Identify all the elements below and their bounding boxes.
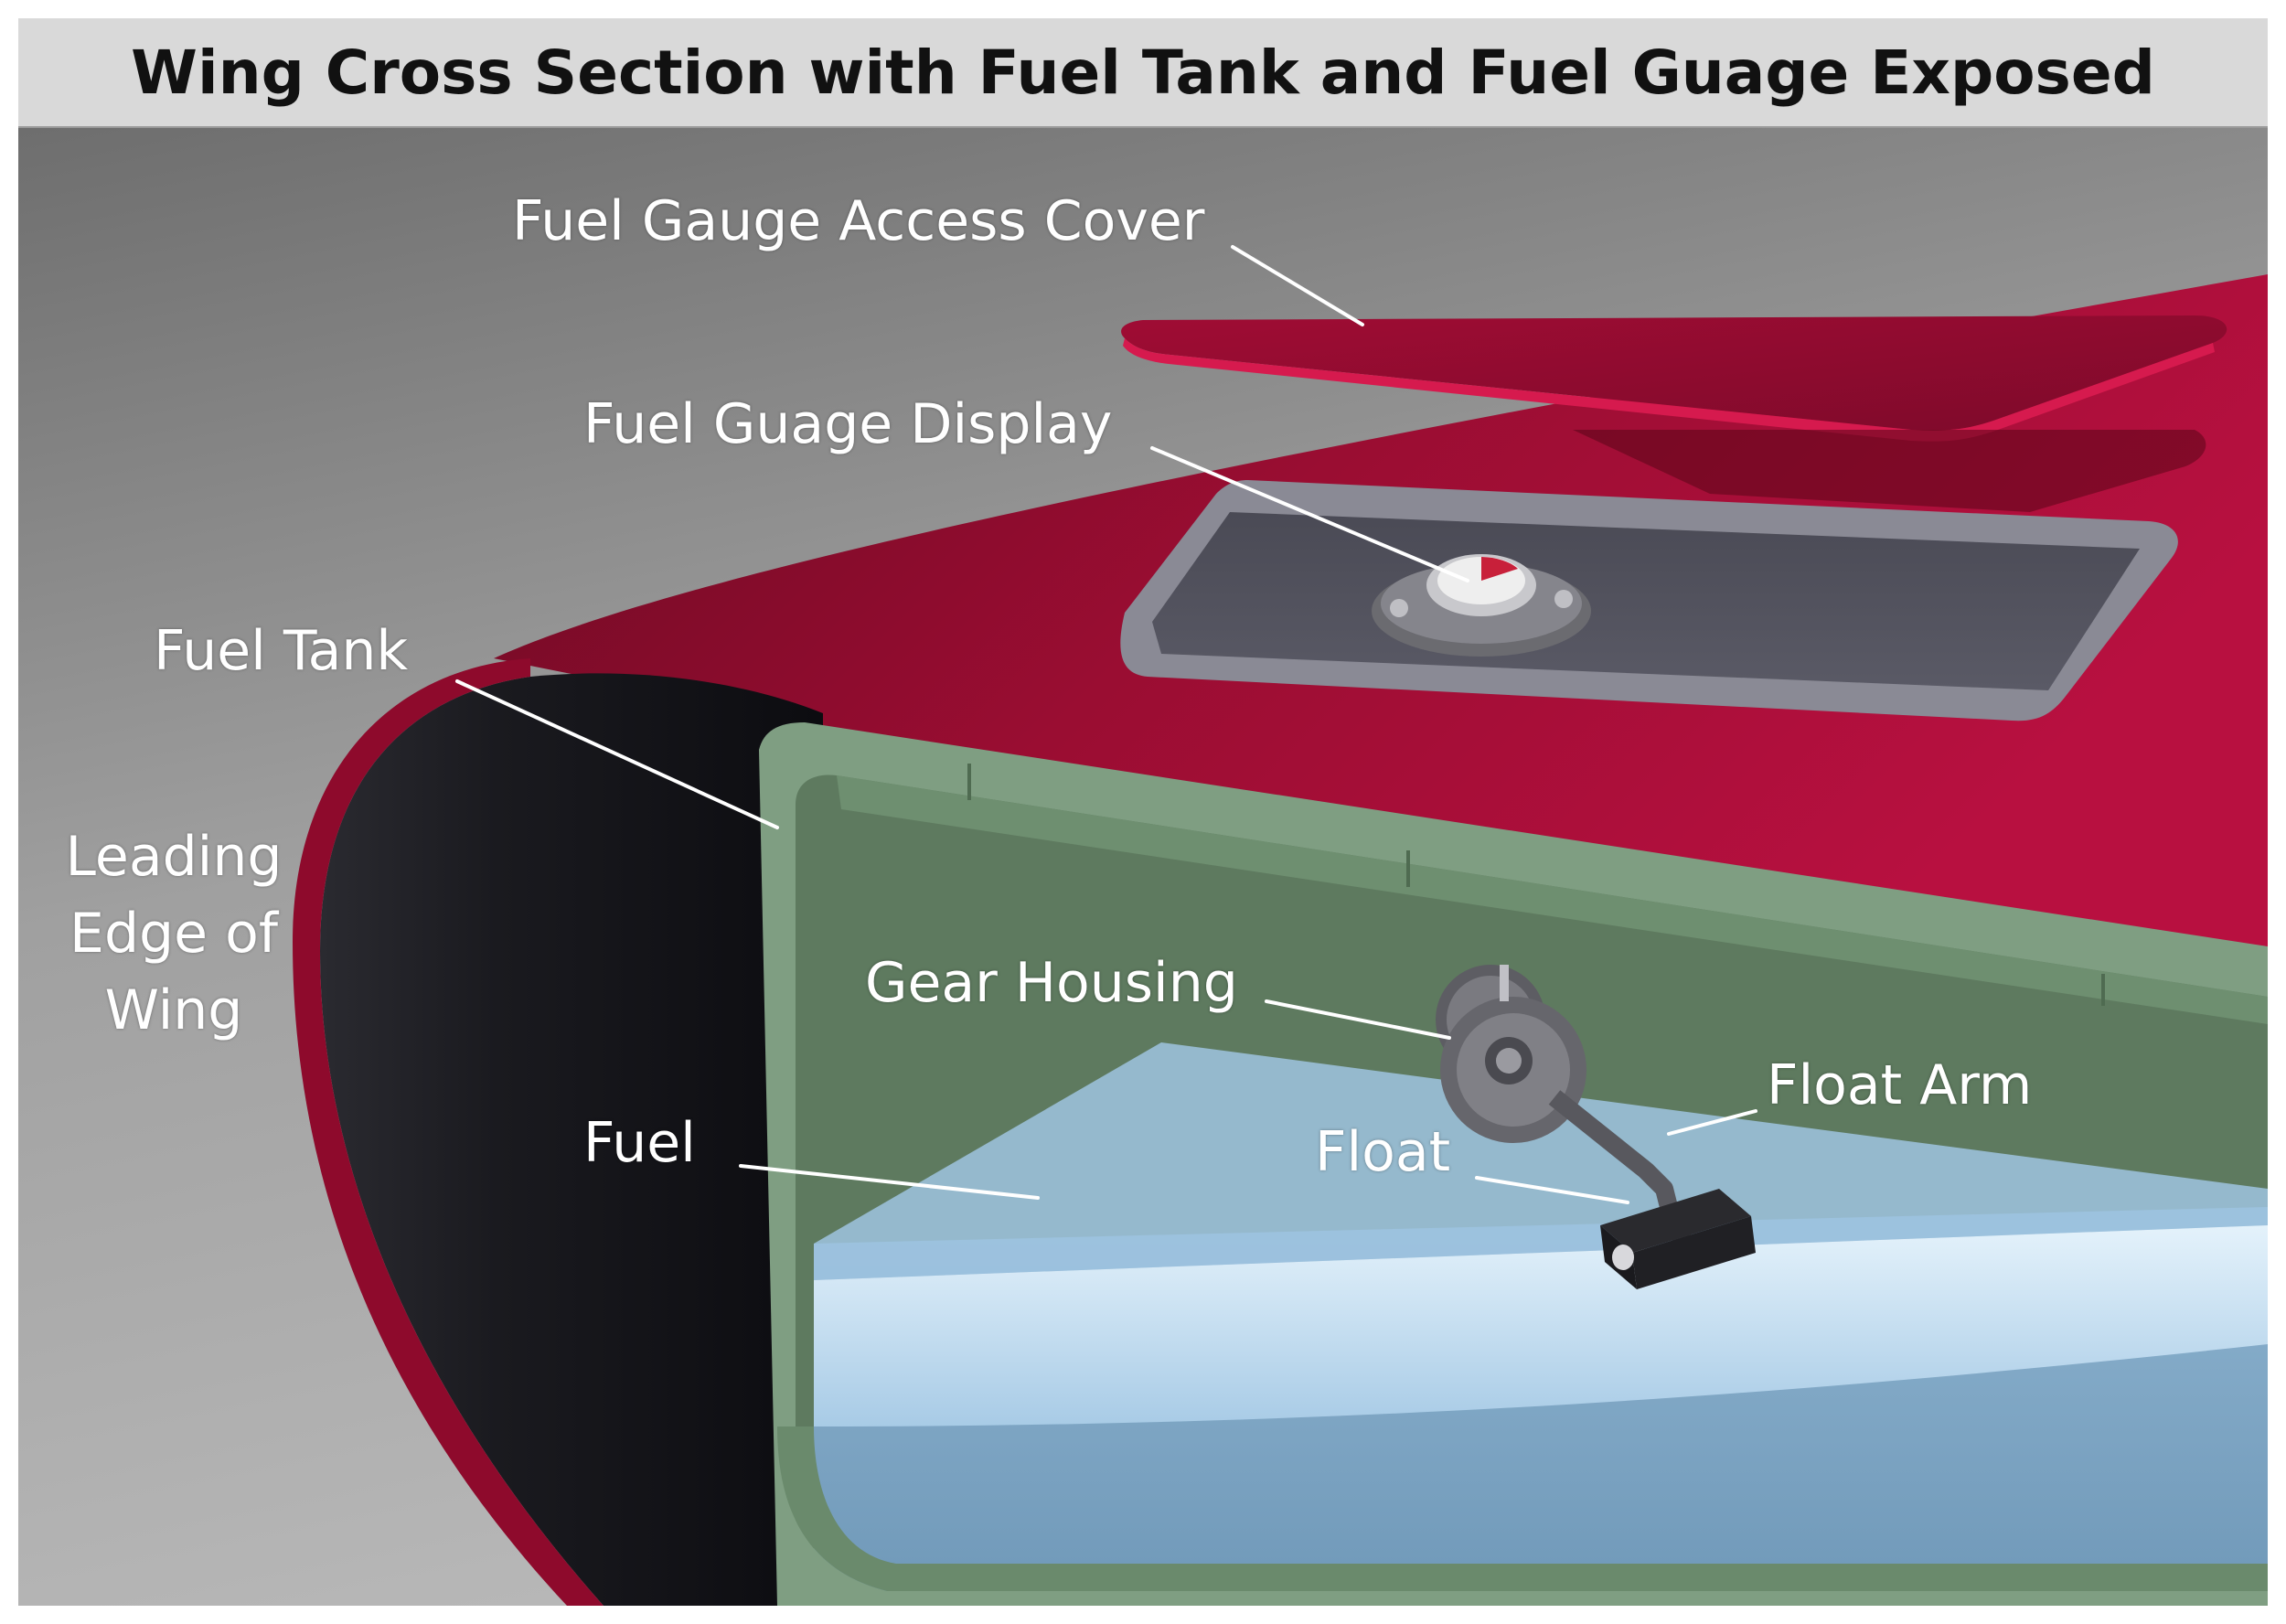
diagram-frame: Wing Cross Section with Fuel Tank and Fu… (18, 18, 2268, 1606)
label-float: Float (1315, 1120, 1451, 1184)
label-fuel-gauge-access-cover: Fuel Gauge Access Cover (512, 189, 1205, 253)
label-float-arm: Float Arm (1767, 1053, 2033, 1117)
label-leading-edge-line2: Edge of (69, 902, 278, 966)
leader-gear-housing (1265, 999, 1451, 1040)
label-fuel-tank: Fuel Tank (154, 619, 409, 683)
leader-fuel (739, 1164, 1040, 1200)
fuel-tank-ceiling (837, 775, 2268, 1024)
float (1600, 1189, 1756, 1289)
tank-seams (967, 764, 2105, 1006)
fuel-surface (814, 1042, 2268, 1280)
gauge-access-well-floor (1152, 512, 2140, 690)
leader-fuel-tank (455, 679, 779, 829)
label-fuel: Fuel (583, 1111, 696, 1175)
leading-edge-skin (293, 658, 604, 1606)
leader-access-cover (1231, 245, 1364, 326)
fuel-tank-bottom-inner (777, 1426, 2268, 1591)
label-leading-edge-of-wing: Leading Edge of Wing (46, 818, 302, 1049)
title-bar: Wing Cross Section with Fuel Tank and Fu… (18, 18, 2268, 128)
fuel-gauge-access-cover (1121, 315, 2227, 431)
leader-gauge-display (1150, 446, 1469, 582)
wing-illustration (18, 128, 2268, 1606)
leader-float-arm (1667, 1109, 1757, 1136)
diagram-title: Wing Cross Section with Fuel Tank and Fu… (131, 37, 2155, 108)
fuel-front-face (814, 1225, 2268, 1426)
leader-lines (455, 245, 1757, 1204)
gear-housing (1436, 965, 1586, 1143)
wing-scene: Fuel Gauge Access Cover Fuel Guage Displ… (18, 128, 2268, 1606)
label-leading-edge-line3: Wing (104, 978, 243, 1042)
leading-edge-interior (320, 673, 823, 1606)
label-fuel-guage-display: Fuel Guage Display (583, 392, 1113, 456)
access-cover-shadow (1573, 430, 2206, 512)
label-leading-edge-line1: Leading (65, 825, 283, 889)
fuel-gauge-display (1372, 554, 1591, 657)
leader-float (1475, 1176, 1629, 1204)
label-gear-housing: Gear Housing (865, 951, 1238, 1015)
